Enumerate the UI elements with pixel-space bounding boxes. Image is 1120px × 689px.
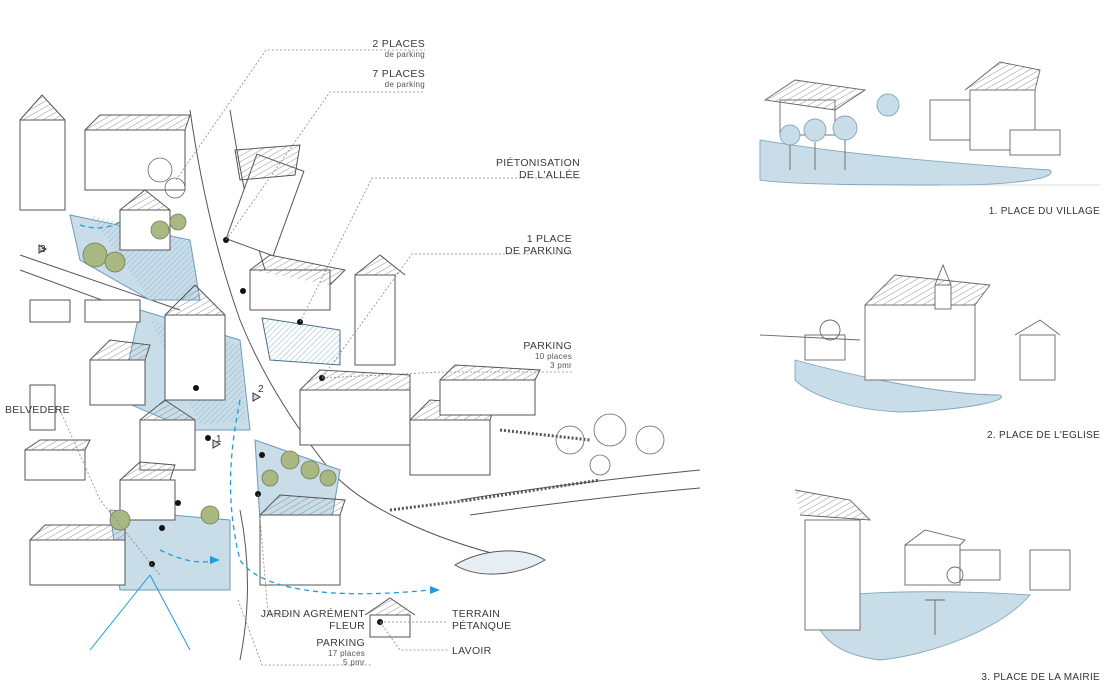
trees-outline (147, 157, 665, 476)
caption-place-du-village: 1. PLACE DU VILLAGE (988, 206, 1100, 217)
callout-pietonisation-line1: PIÉTONISATION (495, 157, 580, 169)
callout-7-places-sub: de parking (384, 80, 425, 89)
callout-2-places-title: 2 PLACES (372, 38, 425, 50)
callout-lavoir: LAVOIR (452, 645, 492, 657)
callout-terrain: TERRAIN PÉTANQUE (452, 608, 511, 632)
callout-parking-17-title: PARKING (316, 637, 365, 649)
callout-jardin-line1: JARDIN AGRÉMENT (260, 608, 365, 620)
callout-1-place-line1: 1 PLACE (526, 233, 572, 245)
buildings (19, 94, 541, 638)
callout-parking-17-pmr: 5 pmr (343, 658, 365, 667)
callout-2-places: 2 PLACES de parking (345, 38, 425, 59)
callout-pietonisation: PIÉTONISATION DE L'ALLÉE (470, 157, 580, 181)
callout-parking-10: PARKING 10 places 3 pmr (490, 340, 572, 370)
callout-parking-17-places: 17 places (328, 649, 365, 658)
caption-place-de-la-mairie: 3. PLACE DE LA MAIRIE (981, 672, 1100, 683)
viewpoint-2-label: 2 (258, 384, 264, 395)
callout-terrain-line1: TERRAIN (452, 608, 501, 620)
callout-parking-17: PARKING 17 places 5 pmr (290, 637, 365, 667)
viewpoint-3-label: 3 (40, 244, 46, 255)
view-lines (89, 574, 191, 651)
callout-parking-10-pmr: 3 pmr (550, 361, 572, 370)
callout-jardin: JARDIN AGRÉMENT FLEUR (240, 608, 365, 632)
callout-1-place-line2: DE PARKING (505, 245, 572, 257)
callout-parking-10-places: 10 places (535, 352, 572, 361)
pond (454, 550, 546, 575)
caption-place-de-l-eglise: 2. PLACE DE L'EGLISE (987, 430, 1100, 441)
pedestrian-paths (79, 221, 431, 595)
glass-hall (261, 317, 341, 366)
callout-parking-10-title: PARKING (523, 340, 572, 352)
callout-belvedere: BELVEDERE (5, 404, 70, 416)
sketch-place-de-l-eglise (759, 263, 1061, 413)
callout-2-places-sub: de parking (384, 50, 425, 59)
village-map (19, 94, 701, 661)
sketch-place-du-village (759, 61, 1061, 186)
viewpoint-1-label: 1 (216, 434, 222, 445)
callout-1-place: 1 PLACE DE PARKING (480, 233, 572, 257)
leader-lines (59, 49, 580, 666)
callout-terrain-line2: PÉTANQUE (452, 620, 512, 632)
side-road (19, 254, 181, 311)
callout-jardin-line2: FLEUR (329, 620, 365, 632)
callout-pietonisation-line2: DE L'ALLÉE (518, 169, 580, 181)
sketch-place-de-la-mairie (794, 489, 1071, 661)
trees (82, 213, 337, 531)
main-road (189, 109, 521, 561)
callout-7-places-title: 7 PLACES (372, 68, 425, 80)
lavoir-building (369, 614, 411, 638)
callout-7-places: 7 PLACES de parking (345, 68, 425, 89)
